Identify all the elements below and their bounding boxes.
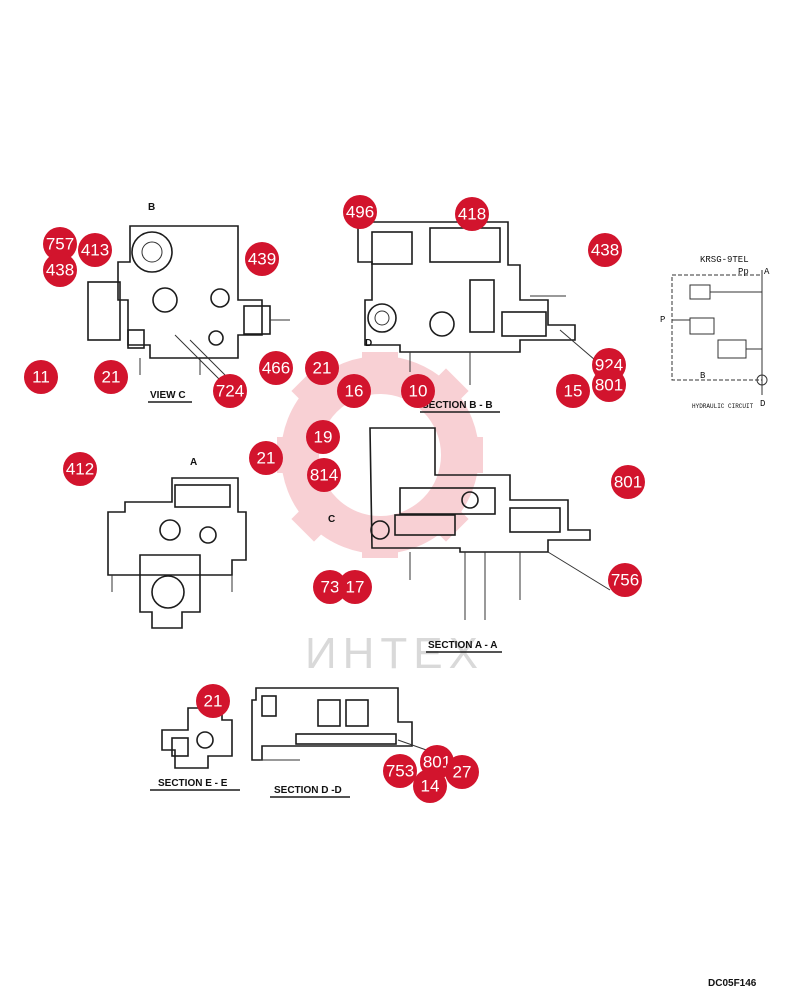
callout-15[interactable]: 15: [556, 374, 590, 408]
callout-496[interactable]: 496: [343, 195, 377, 229]
svg-text:14: 14: [421, 777, 440, 796]
schematic-subtitle: HYDRAULIC CIRCUIT: [692, 403, 754, 410]
arrow-label-c: C: [328, 514, 335, 525]
svg-text:27: 27: [453, 763, 472, 782]
callout-724[interactable]: 724: [213, 374, 247, 408]
port-p-label: P: [660, 315, 665, 325]
svg-text:801: 801: [614, 473, 642, 492]
svg-text:10: 10: [409, 382, 428, 401]
svg-text:11: 11: [32, 368, 50, 387]
arrow-label-b: B: [148, 202, 155, 213]
hydraulic-schematic: KRSG-9TEL Pp A P B D HYDRAULIC CIRCUIT: [660, 255, 770, 410]
section-ee-drawing: [161, 707, 233, 769]
callout-801-mid[interactable]: 801: [611, 465, 645, 499]
svg-text:753: 753: [386, 762, 414, 781]
view-c-label: VIEW C: [150, 390, 186, 401]
callout-27[interactable]: 27: [445, 755, 479, 789]
callout-10[interactable]: 10: [401, 374, 435, 408]
svg-text:15: 15: [564, 382, 583, 401]
port-d-label: D: [760, 399, 765, 409]
callout-21-top[interactable]: 21: [305, 351, 339, 385]
callout-413[interactable]: 413: [78, 233, 112, 267]
callout-16[interactable]: 16: [337, 374, 371, 408]
arrow-label-d: D: [365, 338, 372, 349]
section-dd-label: SECTION D -D: [274, 785, 342, 796]
svg-text:801: 801: [423, 753, 451, 772]
svg-text:21: 21: [102, 368, 121, 387]
callout-19[interactable]: 19: [306, 420, 340, 454]
svg-text:724: 724: [216, 382, 244, 401]
callout-21-mid[interactable]: 21: [249, 441, 283, 475]
svg-text:496: 496: [346, 203, 374, 222]
watermark-gear-logo: [277, 352, 483, 558]
middle-left-drawing: [107, 477, 247, 629]
callout-756[interactable]: 756: [608, 563, 642, 597]
callout-21-bottom[interactable]: 21: [196, 684, 230, 718]
callout-814[interactable]: 814: [307, 458, 341, 492]
svg-text:466: 466: [262, 359, 290, 378]
port-b-label: B: [700, 371, 706, 381]
port-pp-label: Pp: [738, 267, 749, 277]
callout-757[interactable]: 757: [43, 227, 77, 261]
svg-text:814: 814: [310, 466, 338, 485]
section-ee-label: SECTION E - E: [158, 778, 228, 789]
svg-text:757: 757: [46, 235, 74, 254]
callout-layer: 496 418 757 413 438 439 438 11 21 724 46…: [24, 195, 645, 803]
svg-text:21: 21: [204, 692, 223, 711]
svg-text:418: 418: [458, 205, 486, 224]
callout-753[interactable]: 753: [383, 754, 417, 788]
svg-text:73: 73: [321, 578, 340, 597]
svg-text:438: 438: [591, 241, 619, 260]
svg-text:756: 756: [611, 571, 639, 590]
svg-text:439: 439: [248, 250, 276, 269]
callout-14[interactable]: 14: [413, 769, 447, 803]
callout-11[interactable]: 11: [24, 360, 58, 394]
callout-466[interactable]: 466: [259, 351, 293, 385]
svg-text:413: 413: [81, 241, 109, 260]
section-dd-drawing: [251, 687, 433, 761]
callout-438-left[interactable]: 438: [43, 253, 77, 287]
schematic-title: KRSG-9TEL: [700, 255, 749, 265]
svg-text:21: 21: [313, 359, 332, 378]
watermark-text: ИНТЕХ: [305, 629, 484, 678]
section-aa-drawing: [369, 427, 611, 620]
section-aa-label: SECTION A - A: [428, 640, 497, 651]
svg-text:21: 21: [257, 449, 276, 468]
svg-text:438: 438: [46, 261, 74, 280]
section-bb-drawing: [357, 221, 596, 385]
reference-code: DC05F146: [708, 978, 757, 989]
callout-418[interactable]: 418: [455, 197, 489, 231]
svg-text:19: 19: [314, 428, 333, 447]
callout-801-top[interactable]: 801: [592, 368, 626, 402]
callout-17[interactable]: 17: [338, 570, 372, 604]
svg-text:16: 16: [345, 382, 364, 401]
view-c-drawing: [87, 225, 290, 386]
callout-21-viewc[interactable]: 21: [94, 360, 128, 394]
svg-text:412: 412: [66, 460, 94, 479]
port-a-label: A: [764, 267, 770, 277]
arrow-label-a: A: [190, 457, 197, 468]
callout-438-right[interactable]: 438: [588, 233, 622, 267]
svg-text:801: 801: [595, 376, 623, 395]
section-bb-label: SECTION B - B: [422, 400, 493, 411]
svg-text:17: 17: [346, 578, 365, 597]
callout-439[interactable]: 439: [245, 242, 279, 276]
callout-73[interactable]: 73: [313, 570, 347, 604]
callout-412[interactable]: 412: [63, 452, 97, 486]
